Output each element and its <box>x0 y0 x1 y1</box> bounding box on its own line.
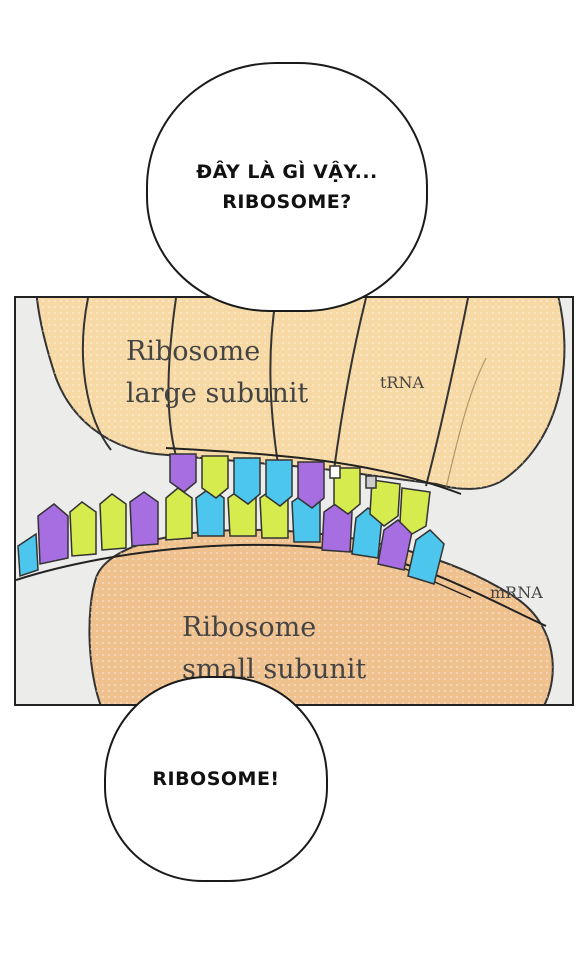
speech-text-bottom: RIBOSOME! <box>152 768 280 790</box>
label-trna: tRNA <box>380 373 424 392</box>
label-mrna: mRNA <box>490 583 543 602</box>
label-large-subunit-1: Ribosome <box>126 336 260 367</box>
label-small-subunit-1: Ribosome <box>182 612 316 643</box>
ribosome-diagram: Ribosome large subunit tRNA mRNA Ribosom… <box>16 298 566 704</box>
speech-bubble-bottom: RIBOSOME! <box>104 676 328 882</box>
anticodon-row-trna <box>169 453 431 535</box>
speech-line-2: RIBOSOME? <box>222 191 352 213</box>
large-subunit-shape <box>35 298 566 490</box>
ribosome-illustration-panel: Ribosome large subunit tRNA mRNA Ribosom… <box>14 296 574 706</box>
trna-backbone <box>165 447 462 495</box>
speech-text-top: ĐÂY LÀ GÌ VẬY... RIBOSOME? <box>196 157 378 217</box>
label-large-subunit-2: large subunit <box>126 378 308 409</box>
speech-bubble-top: ĐÂY LÀ GÌ VẬY... RIBOSOME? <box>146 62 428 312</box>
speech-line-1: ĐÂY LÀ GÌ VẬY... <box>196 161 378 183</box>
